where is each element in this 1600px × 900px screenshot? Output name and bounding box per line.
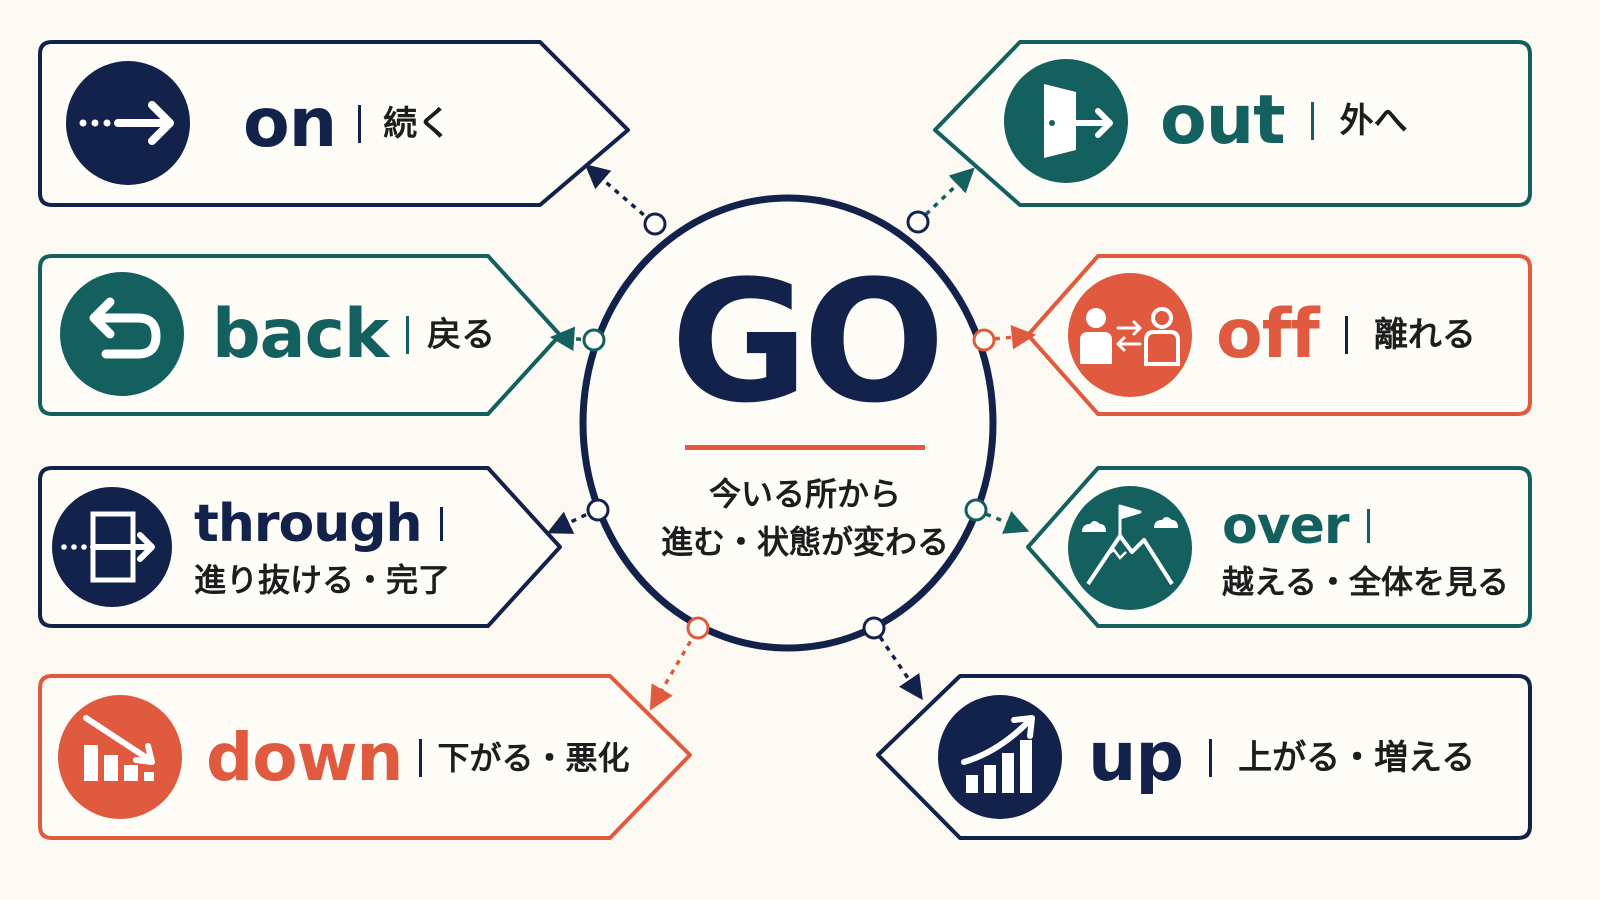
decline-chart-icon bbox=[58, 695, 182, 819]
node-on bbox=[643, 212, 667, 236]
go-description-line1: 今いる所から bbox=[708, 475, 901, 513]
item-over: over 越える・全体を見る bbox=[1222, 492, 1509, 606]
pass-through-door-icon bbox=[52, 487, 172, 607]
divider bbox=[439, 507, 443, 541]
card-through bbox=[38, 466, 562, 628]
node-out bbox=[906, 210, 930, 234]
item-up-meaning: 上がる・増える bbox=[1238, 738, 1476, 778]
divider bbox=[406, 316, 410, 354]
item-on-word: on bbox=[243, 84, 337, 163]
mountain-flag-icon bbox=[1068, 486, 1192, 610]
go-description: 今いる所から 進む・状態が変わる bbox=[640, 470, 970, 566]
go-title: GO bbox=[670, 244, 946, 440]
item-over-word: over bbox=[1222, 496, 1350, 556]
item-off-word: off bbox=[1216, 295, 1320, 374]
item-on: on 続く bbox=[243, 88, 451, 160]
item-on-meaning: 続く bbox=[383, 104, 452, 144]
card-down bbox=[38, 674, 692, 840]
divider bbox=[418, 739, 422, 777]
node-back bbox=[582, 328, 606, 352]
item-back-word: back bbox=[212, 295, 389, 374]
divider bbox=[358, 105, 362, 143]
go-description-line2: 進む・状態が変わる bbox=[660, 523, 949, 561]
item-over-meaning: 越える・全体を見る bbox=[1222, 563, 1510, 601]
exit-door-icon bbox=[1004, 59, 1128, 183]
people-separate-icon bbox=[1068, 273, 1192, 397]
return-arrow-icon bbox=[60, 272, 184, 396]
item-out: out 外へ bbox=[1160, 85, 1408, 157]
connector-back bbox=[549, 326, 593, 352]
go-circle bbox=[579, 194, 997, 652]
item-out-meaning: 外へ bbox=[1339, 101, 1408, 141]
node-through bbox=[586, 498, 610, 522]
node-over bbox=[964, 498, 988, 522]
connector-down bbox=[649, 631, 698, 711]
connector-off bbox=[983, 325, 1037, 350]
item-up-word: up bbox=[1088, 718, 1184, 797]
item-off-meaning: 離れる bbox=[1373, 315, 1476, 355]
item-through-meaning: 進り抜ける・完了 bbox=[194, 561, 451, 599]
item-out-word: out bbox=[1160, 81, 1286, 160]
item-back: back 戻る bbox=[212, 299, 495, 371]
divider bbox=[1310, 102, 1314, 140]
item-down-meaning: 下がる・悪化 bbox=[437, 739, 630, 777]
node-up bbox=[862, 616, 886, 640]
item-back-meaning: 戻る bbox=[427, 315, 496, 355]
divider bbox=[1344, 316, 1348, 354]
dotted-arrow-right-icon bbox=[66, 61, 190, 185]
connector-up bbox=[872, 627, 923, 701]
node-off bbox=[972, 328, 996, 352]
connector-over bbox=[975, 508, 1030, 534]
item-through-word: through bbox=[194, 494, 423, 554]
go-underline bbox=[685, 445, 925, 450]
item-down-word: down bbox=[206, 719, 404, 796]
item-off: off 離れる bbox=[1216, 299, 1476, 371]
divider bbox=[1366, 509, 1370, 543]
item-up: up 上がる・増える bbox=[1088, 722, 1475, 794]
item-down: down 下がる・悪化 bbox=[206, 722, 630, 794]
item-through: through 進り抜ける・完了 bbox=[194, 488, 450, 606]
node-down bbox=[686, 616, 710, 640]
growth-chart-icon bbox=[938, 695, 1062, 819]
card-on bbox=[38, 40, 630, 207]
connector-through bbox=[546, 508, 597, 534]
connector-on bbox=[584, 164, 654, 224]
divider bbox=[1209, 739, 1213, 777]
